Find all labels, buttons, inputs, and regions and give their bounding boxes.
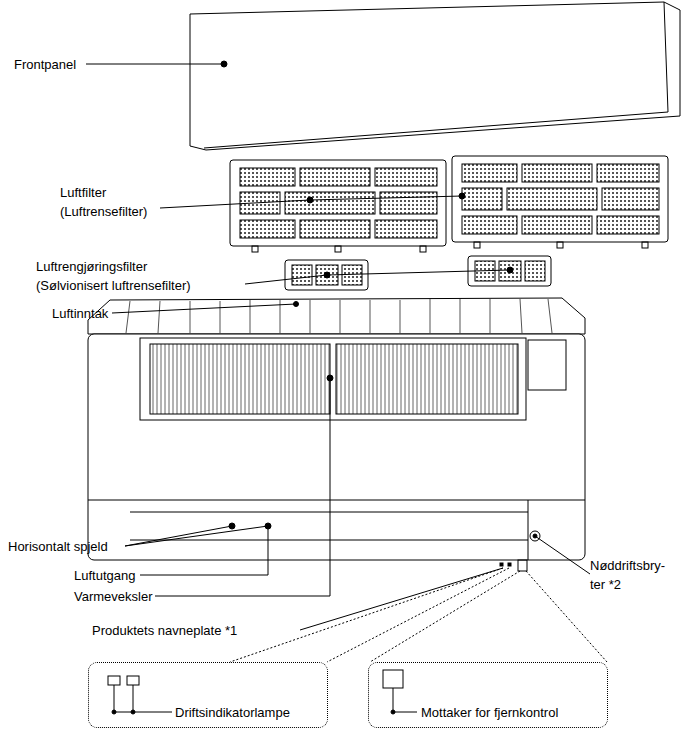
indicator-lamp [500,563,503,566]
leader-line [300,568,503,630]
leader-line [86,64,224,65]
filter-mesh [285,192,375,214]
leader-line [140,526,268,575]
callout-dotted-line [230,568,503,662]
callout-box: Driftsindikatorlampe [88,662,328,728]
heat-exchanger [150,344,330,414]
indicator-lamp [127,676,139,685]
filter-mesh [602,188,659,210]
part-label: Luftutgang [74,566,154,585]
part-label: Luftinntak [52,304,132,323]
filter-mesh [499,261,521,281]
filter-mesh [525,261,545,281]
leader-line [327,270,510,275]
leader-dot [327,375,333,381]
grille-slats [126,299,552,333]
part-label: Horisontalt spjeld [8,537,138,556]
body-edge [528,500,529,560]
part-label: Frontpanel [14,55,94,74]
filter-mesh [375,168,437,186]
filter-tab [420,246,426,252]
filter-tab [335,246,341,252]
filter-mesh [292,265,312,285]
part-label: Produktets navneplate *1 [92,621,312,640]
part-label: Luftfilter (Luftrensefilter) [60,183,180,221]
filter-tab [557,242,563,248]
leader-line [310,196,462,200]
indicator-lamp [508,563,511,566]
callout-text: Driftsindikatorlampe [175,705,290,721]
leader-line [114,685,172,712]
leader-dot [391,710,395,714]
leader-line [125,526,232,546]
remote-receiver [383,670,403,688]
part-label: Nøddriftsbry- ter *2 [590,556,675,594]
heat-exchanger [336,344,518,414]
leader-line [160,200,310,208]
leader-line [112,304,296,313]
callout-box: Mottaker for fjernkontrol [368,662,608,728]
filter-mesh [507,188,597,210]
filter-mesh [597,216,659,234]
filter-mesh [240,168,295,186]
horizontal-damper [130,540,528,541]
filter-tab [642,242,648,248]
leader-line [393,688,417,712]
callout-text: Mottaker for fjernkontrol [421,705,558,721]
control-box [528,340,566,390]
leader-line [133,685,134,712]
front-panel [190,2,680,150]
part-label: Varmeveksler [74,587,164,606]
leader-line [155,378,330,596]
indicator-lamp [108,676,120,685]
leader-dot [112,710,116,714]
leader-line [245,275,327,284]
leader-line [535,536,590,574]
heat-exchanger-frame [140,338,526,420]
leader-dot [131,710,135,714]
body-edge [88,500,585,501]
filter-mesh [462,216,517,234]
unit-body [88,334,585,560]
filter-mesh [375,220,437,238]
filter-mesh [597,164,659,182]
callout-dotted-line [370,571,520,662]
filter-tab [474,242,480,248]
filter-mesh [380,192,437,214]
callout-dotted-line [327,568,509,662]
filter-mesh [300,220,370,238]
filter-mesh [462,164,517,182]
remote-receiver [518,560,527,571]
filter-mesh [240,220,295,238]
leader-dot [294,302,299,307]
air-filter [452,156,668,242]
air-intake-grille [88,298,585,334]
panel-edge [204,2,668,148]
filter-mesh [300,168,370,186]
leader-line [125,526,268,546]
filter-mesh [522,216,592,234]
horizontal-damper [130,512,528,513]
part-label: Luftrengjøringsfilter (Sølvionisert luft… [36,257,216,295]
filter-tab [252,246,258,252]
filter-mesh [522,164,592,182]
filter-mesh [462,188,502,210]
